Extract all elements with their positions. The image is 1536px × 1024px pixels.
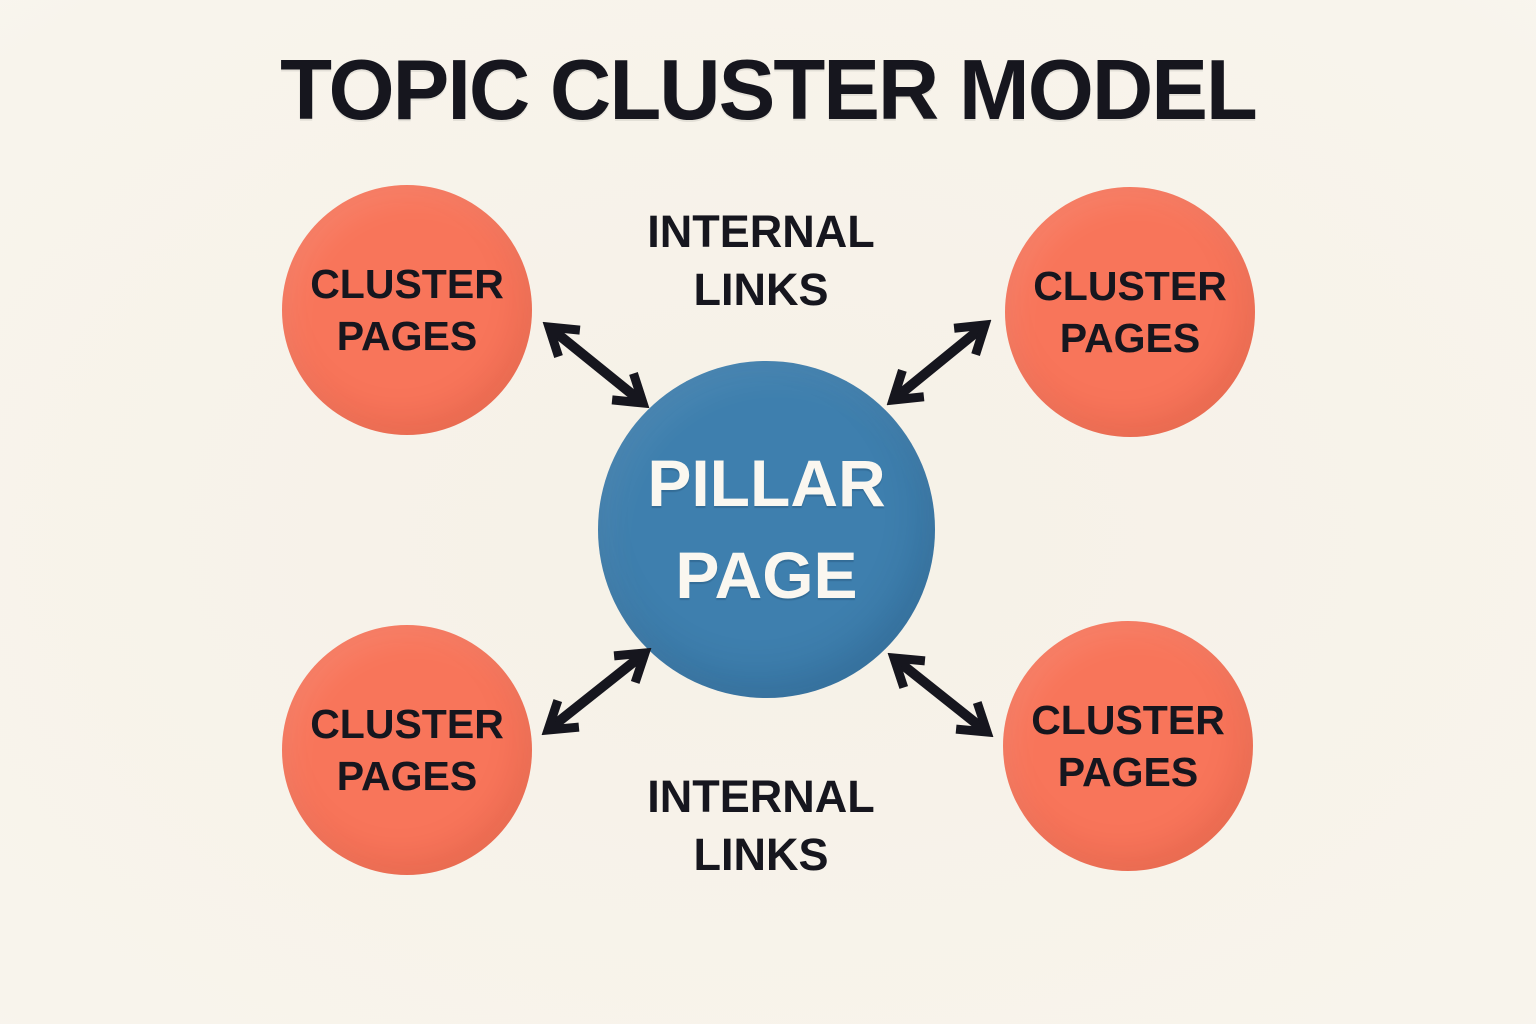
cluster-circle-bottom-right: CLUSTER PAGES (1003, 621, 1253, 871)
cluster-circle-bottom-left: CLUSTER PAGES (282, 625, 532, 875)
pillar-page-circle: PILLAR PAGE (598, 361, 935, 698)
double-arrow-top-left-icon (532, 308, 662, 426)
diagram-title: TOPIC CLUSTER MODEL (280, 43, 1258, 138)
cluster-circle-top-left: CLUSTER PAGES (282, 185, 532, 435)
cluster-label: CLUSTER PAGES (310, 700, 504, 799)
double-arrow-bottom-left-icon (532, 638, 662, 756)
cluster-label: CLUSTER PAGES (1033, 262, 1227, 361)
double-arrow-top-right-icon (874, 308, 1004, 426)
cluster-circle-top-right: CLUSTER PAGES (1005, 187, 1255, 437)
cluster-label: CLUSTER PAGES (1031, 696, 1225, 795)
internal-links-label-bottom: INTERNAL LINKS (647, 771, 875, 880)
double-arrow-bottom-right-icon (874, 638, 1004, 756)
internal-links-label-top: INTERNAL LINKS (647, 206, 875, 315)
pillar-page-label: PILLAR PAGE (647, 446, 886, 612)
cluster-label: CLUSTER PAGES (310, 260, 504, 359)
